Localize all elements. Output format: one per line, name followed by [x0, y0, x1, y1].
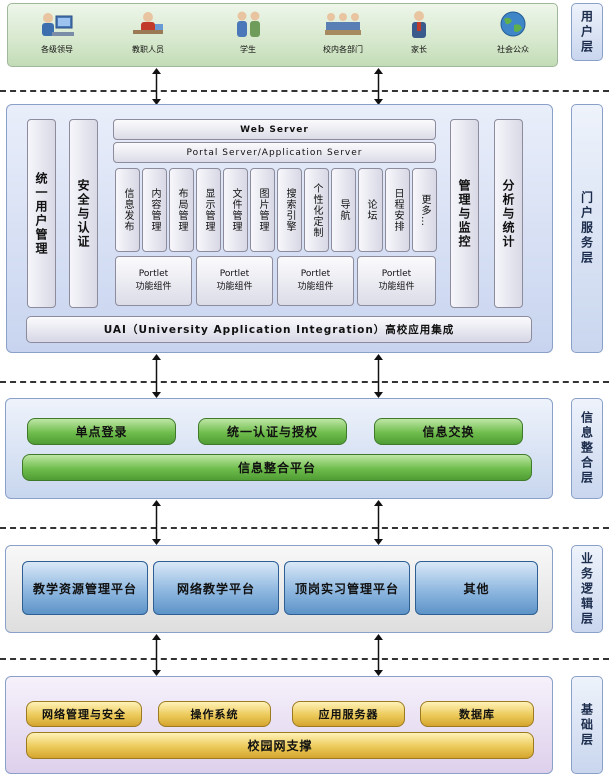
- biz-platform: 顶岗实习管理平台: [284, 561, 410, 615]
- module: 文件管理: [223, 168, 248, 252]
- info-integration-platform: 信息整合平台: [22, 454, 532, 481]
- unified-user-management: 统一用户管理: [27, 119, 56, 308]
- management-monitoring: 管理与监控: [450, 119, 479, 308]
- portlet-title: Portlet: [381, 269, 412, 279]
- portlet-subtitle: 功能组件: [135, 282, 172, 292]
- single-sign-on: 单点登录: [27, 418, 176, 445]
- portlet-component: Portlet 功能组件: [277, 256, 354, 306]
- biz-platform: 其他: [415, 561, 538, 615]
- unified-auth: 统一认证与授权: [198, 418, 347, 445]
- double-arrow-icon: [374, 500, 383, 545]
- double-arrow-icon: [152, 354, 161, 398]
- leader-icon: [42, 13, 74, 36]
- info-exchange: 信息交换: [374, 418, 523, 445]
- portlet-component: Portlet 功能组件: [115, 256, 192, 306]
- biz-platform: 网络教学平台: [153, 561, 279, 615]
- base-item: 网络管理与安全: [26, 701, 142, 727]
- double-arrow-icon: [374, 68, 383, 105]
- layer-label-biz: 业务逻辑层: [571, 545, 603, 633]
- user-leaders: 各级领导: [22, 10, 92, 55]
- staff-icon: [133, 12, 163, 34]
- module: 信息发布: [115, 168, 140, 252]
- user-label: 各级领导: [41, 45, 73, 54]
- user-label: 学生: [240, 45, 256, 54]
- portlet-component: Portlet 功能组件: [196, 256, 273, 306]
- user-public: 社会公众: [478, 10, 548, 55]
- layer-divider: [0, 381, 609, 383]
- module: 日程安排: [385, 168, 410, 252]
- user-layer-panel: 各级领导 教职人员 学生 校内各部门 家长 社会公众: [7, 3, 558, 67]
- portlet-title: Portlet: [219, 269, 250, 279]
- layer-label-info: 信息整合层: [571, 398, 603, 499]
- portal-server: Portal Server/Application Server: [113, 142, 436, 163]
- layer-label-base: 基础层: [571, 676, 603, 774]
- double-arrow-icon: [374, 634, 383, 676]
- user-label: 教职人员: [132, 45, 164, 54]
- web-server: Web Server: [113, 119, 436, 140]
- module: 个性化定制: [304, 168, 329, 252]
- portlet-subtitle: 功能组件: [297, 282, 334, 292]
- layer-divider: [0, 90, 609, 92]
- module: 布局管理: [169, 168, 194, 252]
- user-departments: 校内各部门: [308, 10, 378, 55]
- uai-integration-bar: UAI（University Application Integration）高…: [26, 316, 532, 343]
- layer-label-user: 用户层: [571, 3, 603, 61]
- module: 显示管理: [196, 168, 221, 252]
- user-parents: 家长: [384, 10, 454, 55]
- module: 图片管理: [250, 168, 275, 252]
- user-label: 校内各部门: [323, 45, 363, 54]
- module: 搜索引擎: [277, 168, 302, 252]
- campus-network-support: 校园网支撑: [26, 732, 534, 759]
- double-arrow-icon: [152, 68, 161, 105]
- portlet-title: Portlet: [138, 269, 169, 279]
- portlet-component: Portlet 功能组件: [357, 256, 436, 306]
- base-item: 操作系统: [158, 701, 271, 727]
- double-arrow-icon: [152, 634, 161, 676]
- module: 导航: [331, 168, 356, 252]
- base-item: 应用服务器: [292, 701, 405, 727]
- user-staff: 教职人员: [113, 10, 183, 55]
- portlet-subtitle: 功能组件: [378, 282, 415, 292]
- layer-label-portal: 门户服务层: [571, 104, 603, 353]
- user-label: 家长: [411, 45, 427, 54]
- layer-divider: [0, 658, 609, 660]
- student-icon: [237, 11, 260, 37]
- double-arrow-icon: [152, 500, 161, 545]
- portlet-title: Portlet: [300, 269, 331, 279]
- module: 论坛: [358, 168, 383, 252]
- analysis-statistics: 分析与统计: [494, 119, 523, 308]
- department-icon: [325, 13, 361, 35]
- security-auth: 安全与认证: [69, 119, 98, 308]
- module: 更多…: [412, 168, 437, 252]
- biz-platform: 教学资源管理平台: [22, 561, 148, 615]
- module: 内容管理: [142, 168, 167, 252]
- portlet-subtitle: 功能组件: [216, 282, 253, 292]
- parent-icon: [412, 11, 426, 38]
- globe-icon: [500, 11, 526, 37]
- user-students: 学生: [213, 10, 283, 55]
- user-label: 社会公众: [497, 45, 529, 54]
- info-layer-panel: [5, 398, 553, 499]
- layer-divider: [0, 527, 609, 529]
- double-arrow-icon: [374, 354, 383, 398]
- base-item: 数据库: [420, 701, 534, 727]
